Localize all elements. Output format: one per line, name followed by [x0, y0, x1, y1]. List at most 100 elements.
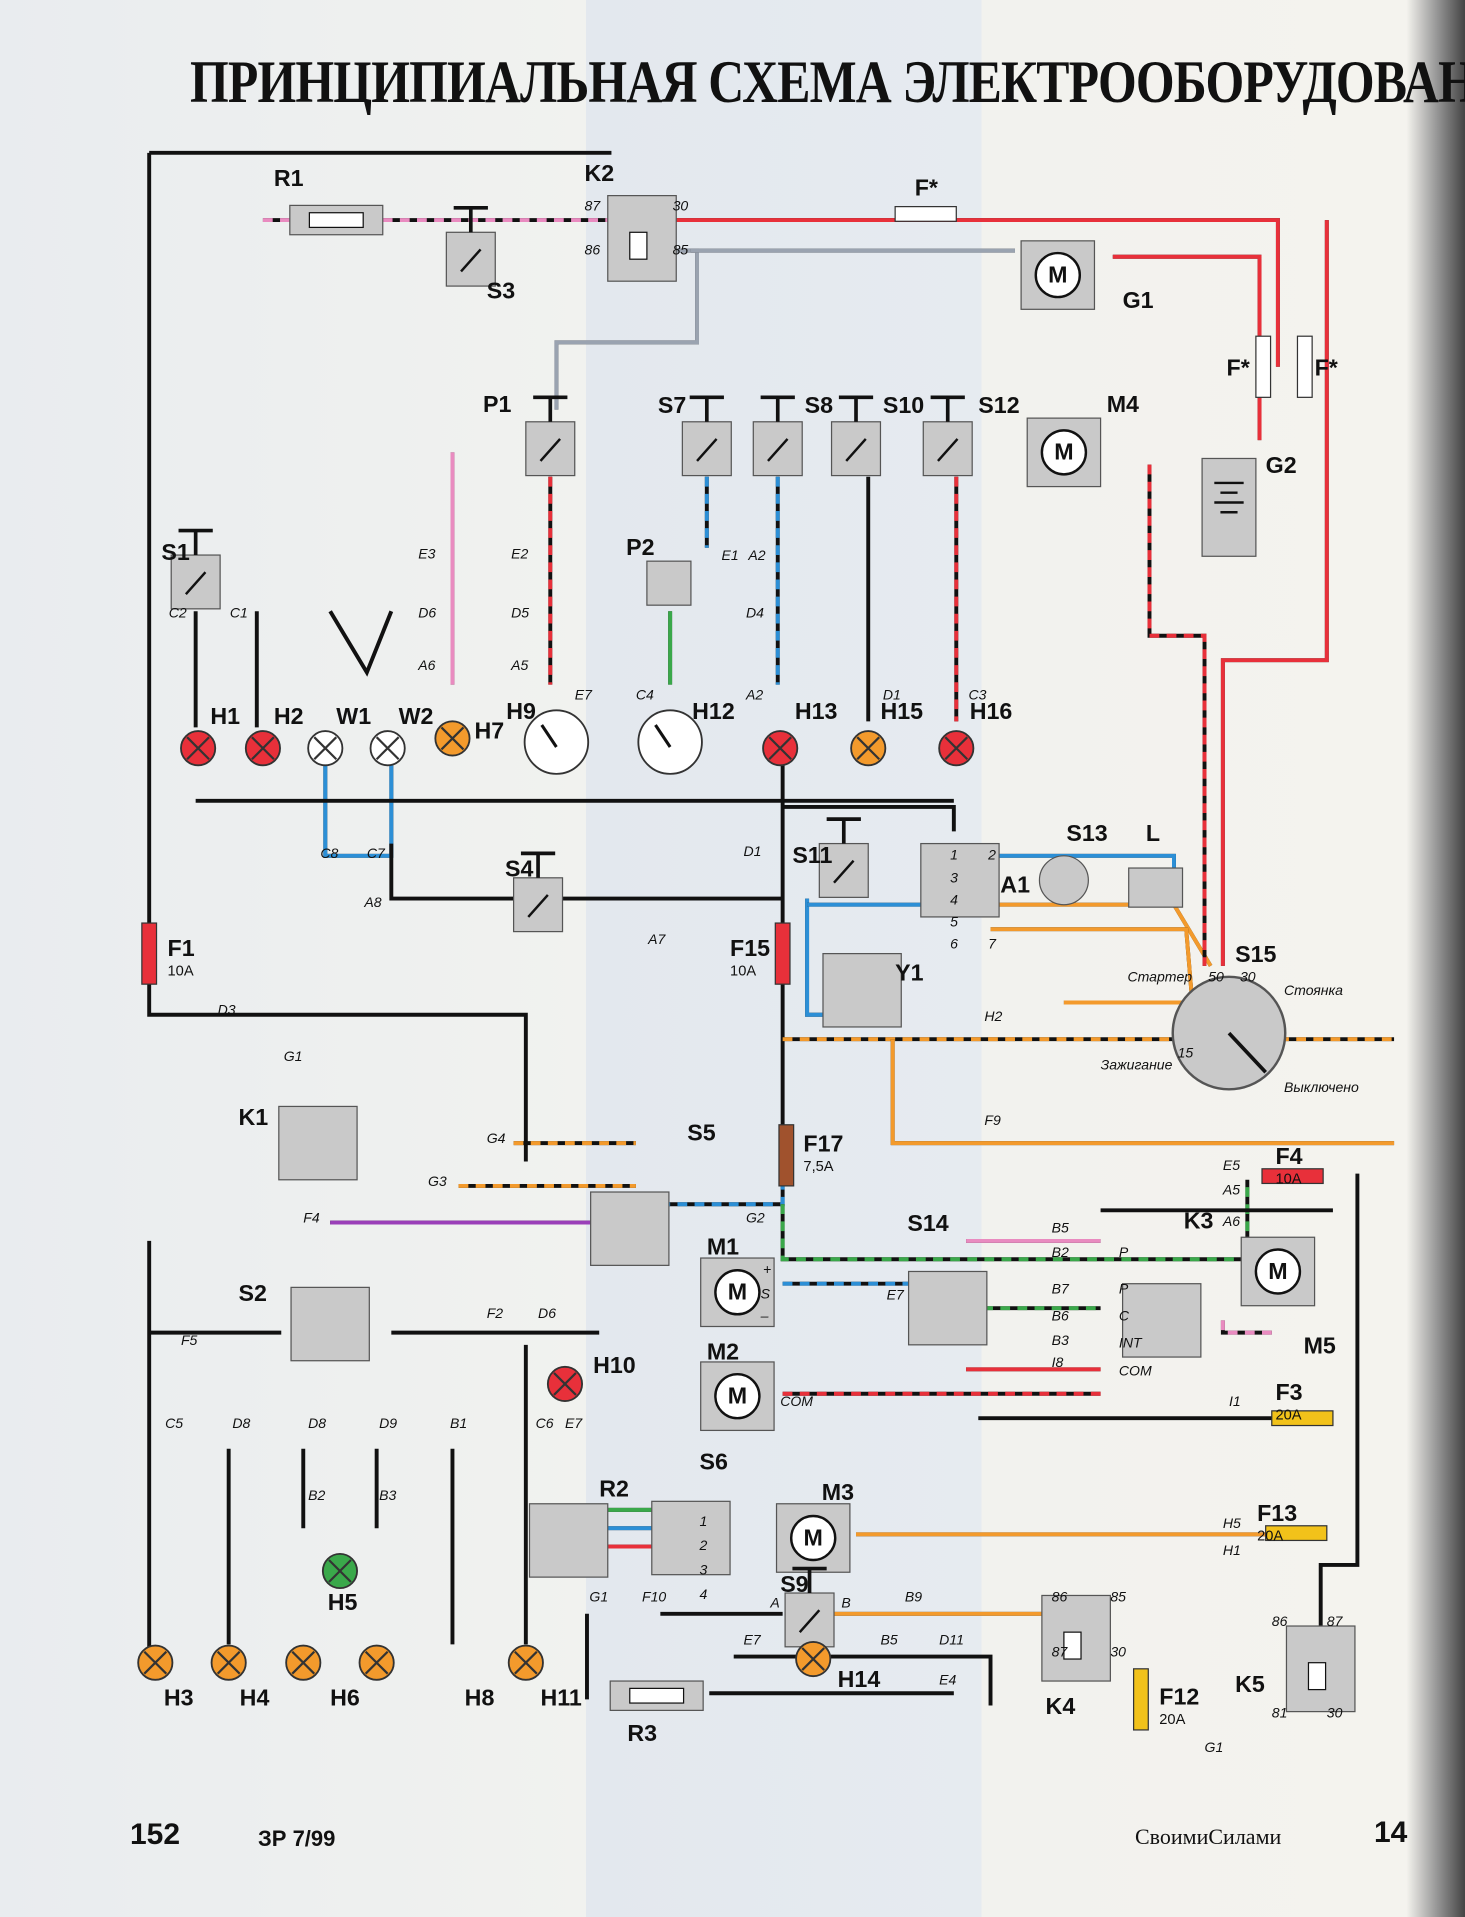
- connector-label: G1: [589, 1589, 608, 1605]
- component-label: W1: [336, 703, 371, 729]
- component-f-star: [1255, 335, 1272, 398]
- fuse-icon: [1255, 335, 1272, 398]
- component-s1: [170, 528, 221, 610]
- connector-label: E4: [939, 1672, 956, 1688]
- connector-label: H2: [984, 1008, 1002, 1024]
- gauge-icon: [523, 709, 590, 775]
- component-label: W2: [399, 703, 434, 729]
- component-h9: [523, 709, 590, 775]
- component-label: M5: [1304, 1332, 1336, 1358]
- battery-cells: [1214, 481, 1244, 514]
- component-k1: [278, 1105, 358, 1181]
- wire-30-color: [1147, 464, 1207, 966]
- component-s13: [1038, 855, 1089, 906]
- lamp-cross: [291, 1650, 316, 1675]
- motor-icon: [1254, 1248, 1302, 1295]
- lamp-cross: [375, 736, 400, 760]
- connector-label: D8: [232, 1415, 250, 1431]
- component-h10: [546, 1365, 584, 1402]
- connector-label: B: [841, 1595, 850, 1611]
- page-number-right: 14: [1374, 1816, 1408, 1849]
- connector-label: E3: [418, 546, 435, 562]
- connector-label: A2: [747, 547, 765, 563]
- fuse-rating: 7,5A: [803, 1159, 833, 1175]
- lamp-cross: [364, 1650, 389, 1675]
- connector-label: 6: [950, 936, 958, 952]
- component-label: H6: [330, 1684, 360, 1710]
- connector-label: B5: [880, 1631, 897, 1647]
- component-m2: M: [700, 1361, 775, 1432]
- component-l: [1128, 867, 1184, 908]
- connector-label: B2: [308, 1487, 325, 1503]
- component-label: F*: [1315, 354, 1339, 380]
- fuse-icon: [774, 922, 791, 985]
- connector-label: 1: [699, 1513, 707, 1529]
- ground-icon: [826, 817, 861, 844]
- connector-label: F5: [181, 1332, 198, 1348]
- connector-label: A8: [363, 894, 381, 910]
- fuse-rating: 10A: [1275, 1171, 1301, 1187]
- motor-icon: [714, 1269, 761, 1316]
- lamp-cross: [251, 736, 275, 760]
- fuse-icon: [1265, 1525, 1328, 1542]
- wire-17: [323, 764, 394, 858]
- component-label: H7: [474, 717, 504, 743]
- module-icon: [1128, 867, 1184, 908]
- ground-icon: [760, 395, 795, 422]
- component-h11: [507, 1644, 544, 1681]
- component-s6: [651, 1500, 731, 1576]
- component-label: F3: [1275, 1379, 1302, 1405]
- component-label: M4: [1107, 391, 1139, 417]
- component-f-star: [1296, 335, 1313, 398]
- module-icon: [290, 1286, 370, 1362]
- component-label: S6: [699, 1449, 727, 1475]
- component-label: A1: [1000, 871, 1030, 897]
- component-h5: [321, 1552, 358, 1590]
- connector-label: D11: [939, 1631, 964, 1647]
- connector-label: D9: [379, 1415, 397, 1431]
- connector-label: D3: [218, 1002, 236, 1018]
- connector-label: 1: [950, 846, 958, 862]
- component-label: H2: [274, 703, 304, 729]
- connector-label: G3: [428, 1173, 447, 1189]
- component-k5: [1285, 1625, 1356, 1713]
- wire-3-color: [672, 218, 1280, 367]
- motor-icon: [1034, 251, 1082, 299]
- connector-label: 3: [699, 1562, 707, 1578]
- component-f3: [1271, 1410, 1334, 1427]
- component-label: H11: [541, 1684, 582, 1710]
- connector-label: C6: [536, 1415, 554, 1431]
- lamp-cross: [216, 1650, 241, 1675]
- switch-contact: [527, 894, 549, 918]
- wire-48: [1318, 1173, 1360, 1627]
- component-k2: [607, 195, 677, 282]
- component-label: S12: [978, 392, 1019, 418]
- component-label: H3: [164, 1684, 194, 1710]
- ground-icon: [838, 395, 874, 422]
- component-r2: [528, 1503, 609, 1578]
- wire-5: [1220, 220, 1329, 966]
- component-label: K5: [1235, 1671, 1265, 1697]
- gauge-needle: [654, 724, 672, 748]
- connector-label: G1: [284, 1048, 303, 1064]
- switch-contact: [798, 1609, 821, 1633]
- lamp-cross: [944, 736, 969, 760]
- motor-symbol: M: [1054, 439, 1073, 465]
- motor-symbol: M: [1048, 261, 1067, 287]
- connector-label: A5: [510, 657, 528, 673]
- component-label: S10: [883, 392, 924, 418]
- component-label: S14: [907, 1210, 948, 1236]
- component-label: R2: [599, 1475, 629, 1501]
- lamp-cross: [143, 1650, 168, 1675]
- component-s4: [512, 851, 564, 933]
- motor-icon: [789, 1514, 837, 1562]
- connector-label: P: [1119, 1244, 1129, 1260]
- ground-icon: [520, 851, 556, 878]
- connector-label: F4: [303, 1210, 320, 1226]
- connector-label: B2: [1052, 1244, 1069, 1260]
- ignition-terminal-label: 30: [1240, 969, 1256, 985]
- ignition-position-label: Зажигание: [1101, 1057, 1173, 1073]
- lamp-cross: [856, 736, 881, 760]
- connector-label: A7: [647, 931, 666, 947]
- lamp-cross: [553, 1372, 577, 1396]
